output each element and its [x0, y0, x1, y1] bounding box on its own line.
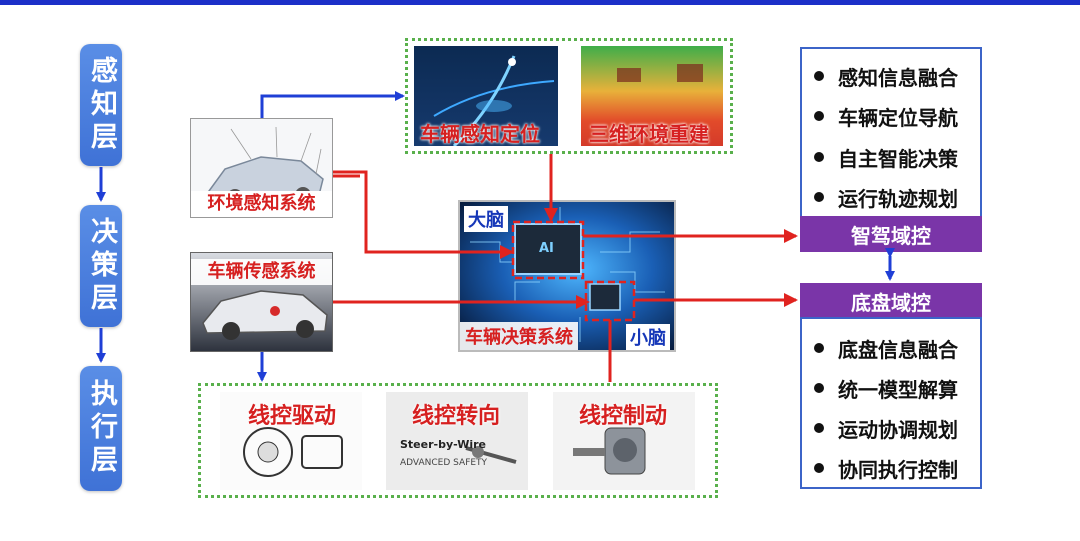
bullet-icon: [814, 383, 824, 393]
function-label: 协同执行控制: [838, 457, 958, 482]
reconstruction-label: 三维环境重建: [589, 122, 709, 146]
function-label: 车辆定位导航: [838, 105, 958, 130]
arrow-env-to-perception-group: [260, 91, 405, 118]
function-label: 自主智能决策: [838, 146, 958, 171]
reconstruction-panel: 三维环境重建: [581, 46, 723, 146]
drive-label: 线控驱动: [248, 404, 337, 429]
big-brain-label: 大脑: [464, 206, 508, 232]
bullet-icon: [814, 192, 824, 202]
list-item: 感知信息融合: [814, 61, 958, 91]
advanced-safety-text: ADVANCED SAFETY: [400, 458, 488, 468]
smart-driving-domain-bar: 智驾域控: [800, 216, 982, 252]
list-item: 协同执行控制: [814, 453, 958, 483]
steering-label: 线控转向: [412, 404, 501, 429]
smart-driving-functions-box: 感知信息融合 车辆定位导航 自主智能决策 运行轨迹规划: [800, 47, 982, 223]
vehicle-localization-label: 车辆感知定位: [420, 122, 540, 146]
top-accent-bar: [0, 0, 1080, 5]
brake-unit-image: [553, 392, 695, 490]
steer-by-wire-text: Steer-by-Wire: [400, 438, 486, 451]
chassis-functions-box: 底盘信息融合 统一模型解算 运动协调规划 协同执行控制: [800, 317, 982, 489]
bullet-icon: [814, 343, 824, 353]
localization-image: [414, 46, 558, 146]
function-label: 统一模型解算: [838, 377, 958, 402]
env-perception-label: 环境感知系统: [191, 191, 332, 217]
list-item: 运动协调规划: [814, 413, 958, 443]
actuator-group: [198, 383, 718, 498]
layer-execution: 执行层: [80, 366, 122, 491]
list-item: 底盘信息融合: [814, 333, 958, 363]
vehicle-localization-panel: 车辆感知定位: [414, 46, 558, 146]
bullet-icon: [814, 423, 824, 433]
env-perception-panel: 环境感知系统: [190, 118, 333, 218]
function-label: 运动协调规划: [838, 417, 958, 442]
function-label: 运行轨迹规划: [838, 186, 958, 211]
braking-panel: 线控制动: [553, 392, 695, 490]
list-item: 运行轨迹规划: [814, 182, 958, 212]
vehicle-sensing-panel: 车辆传感系统: [190, 252, 333, 352]
ai-chip-label: AI: [539, 241, 554, 256]
perception-output-group: [405, 38, 733, 154]
braking-label: 线控制动: [579, 404, 668, 429]
decision-system-label: 车辆决策系统: [460, 322, 578, 350]
drive-panel: 线控驱动: [220, 392, 362, 490]
function-label: 底盘信息融合: [838, 337, 958, 362]
drive-motor-image: [220, 392, 362, 490]
function-label: 感知信息融合: [838, 65, 958, 90]
reconstruction-image: [581, 46, 723, 146]
vehicle-sensing-label: 车辆传感系统: [191, 259, 332, 285]
small-brain-label: 小脑: [626, 324, 670, 350]
list-item: 车辆定位导航: [814, 101, 958, 131]
bullet-icon: [814, 111, 824, 121]
chassis-domain-bar: 底盘域控: [800, 283, 982, 319]
layer-decision: 决策层: [80, 205, 122, 327]
list-item: 自主智能决策: [814, 142, 958, 172]
steer-by-wire-image: [386, 392, 528, 490]
list-item: 统一模型解算: [814, 373, 958, 403]
bullet-icon: [814, 463, 824, 473]
bullet-icon: [814, 71, 824, 81]
steering-panel: 线控转向 Steer-by-Wire ADVANCED SAFETY: [386, 392, 528, 490]
decision-system-panel: AI 大脑 车辆决策系统 小脑: [458, 200, 676, 352]
layer-perception: 感知层: [80, 44, 122, 166]
bullet-icon: [814, 152, 824, 162]
